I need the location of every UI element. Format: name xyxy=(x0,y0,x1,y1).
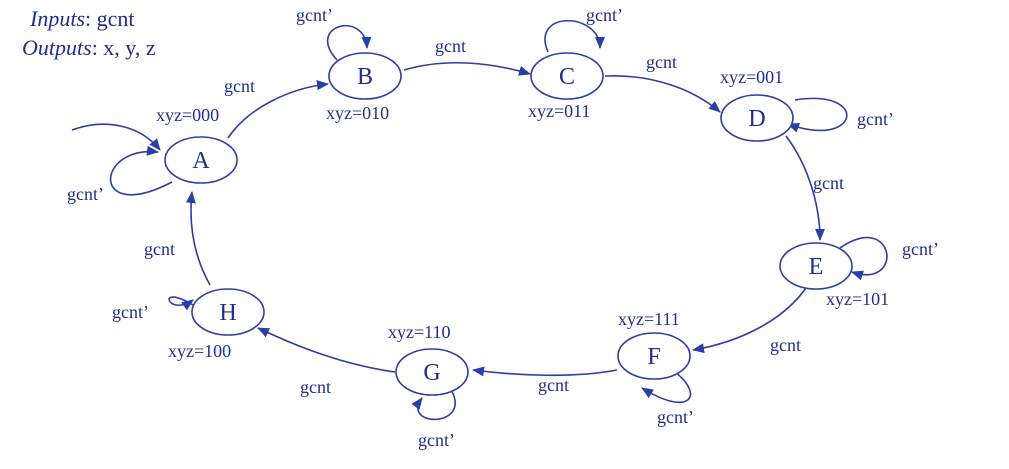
edge-c-d xyxy=(604,75,721,113)
svg-text:C: C xyxy=(559,64,575,90)
edge-f-g xyxy=(472,366,618,377)
state-b: B xyxy=(328,52,402,100)
output-h: xyz=100 xyxy=(168,341,231,361)
state-h: H xyxy=(191,288,265,336)
label-a-b: gcnt xyxy=(224,76,255,96)
edge-d-e xyxy=(785,135,825,241)
output-d: xyz=001 xyxy=(720,67,783,87)
state-a: A xyxy=(164,136,238,184)
loop-d xyxy=(787,97,848,133)
svg-text:B: B xyxy=(357,64,373,90)
loop-f xyxy=(641,371,692,404)
loop-label-a: gcnt’ xyxy=(67,184,104,204)
label-b-c: gcnt xyxy=(435,36,466,56)
state-f: F xyxy=(617,332,691,380)
loop-label-c: gcnt’ xyxy=(586,5,623,25)
output-a: xyz=000 xyxy=(156,105,219,125)
label-g-h: gcnt xyxy=(300,377,331,397)
label-f-g: gcnt xyxy=(538,375,569,395)
loop-label-g: gcnt’ xyxy=(418,430,455,450)
edge-e-f xyxy=(692,284,809,354)
outputs-line: Outputs: x, y, z xyxy=(22,35,156,60)
edge-b-c xyxy=(403,61,531,76)
state-c: C xyxy=(530,52,604,100)
loop-label-f: gcnt’ xyxy=(657,407,694,427)
loop-b xyxy=(326,24,372,61)
inputs-line: Inputs: gcnt xyxy=(29,6,135,31)
svg-text:D: D xyxy=(748,106,765,132)
loop-label-e: gcnt’ xyxy=(902,239,939,259)
output-g: xyz=110 xyxy=(388,322,450,342)
state-d: D xyxy=(720,94,794,142)
label-e-f: gcnt xyxy=(770,335,801,355)
edge-a-b xyxy=(227,80,329,139)
output-f: xyz=111 xyxy=(618,309,680,329)
label-c-d: gcnt xyxy=(646,52,677,72)
loop-e xyxy=(839,236,888,281)
svg-text:F: F xyxy=(647,344,660,370)
output-e: xyz=101 xyxy=(826,289,889,309)
loop-label-d: gcnt’ xyxy=(857,109,894,129)
loop-a xyxy=(109,145,173,196)
loop-label-b: gcnt’ xyxy=(296,5,333,25)
state-e: E xyxy=(779,242,853,290)
edge-g-h xyxy=(257,327,396,373)
loop-label-h: gcnt’ xyxy=(112,302,149,322)
loop-g xyxy=(411,387,456,421)
svg-text:H: H xyxy=(219,300,236,326)
loop-h xyxy=(168,296,194,311)
output-b: xyz=010 xyxy=(326,103,389,123)
svg-text:G: G xyxy=(423,360,440,386)
output-c: xyz=011 xyxy=(528,101,590,121)
svg-text:E: E xyxy=(809,254,824,280)
label-d-e: gcnt xyxy=(813,173,844,193)
reset-arrow xyxy=(71,123,161,151)
state-g: G xyxy=(395,348,469,396)
loop-c xyxy=(544,20,605,53)
edge-h-a xyxy=(185,191,211,286)
svg-text:A: A xyxy=(192,148,210,174)
label-h-a: gcnt xyxy=(144,239,175,259)
